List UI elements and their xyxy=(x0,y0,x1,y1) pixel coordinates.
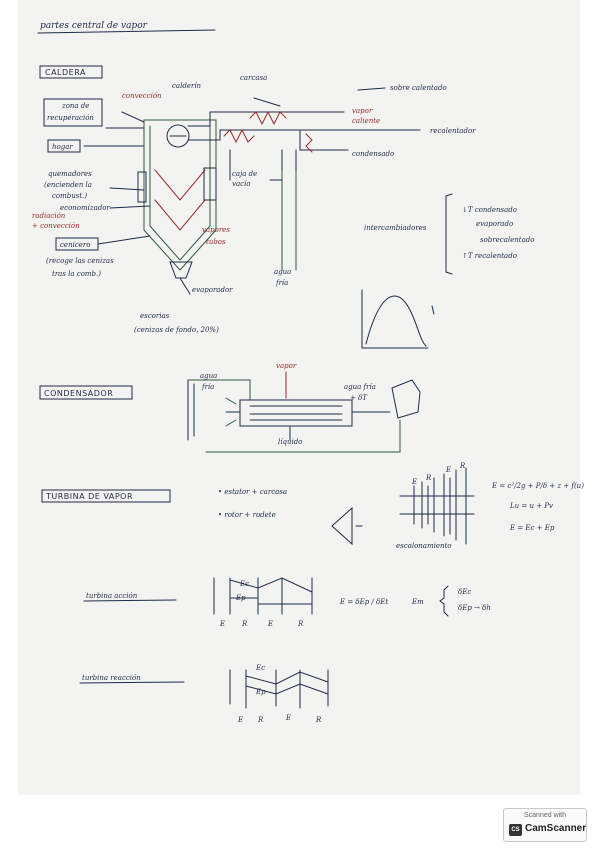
label-quemadores-2: (encienden la xyxy=(44,181,92,189)
accion-letter-1: E xyxy=(219,620,225,628)
list-item-2: evaporado xyxy=(476,220,513,228)
turbina-heading: TURBINA DE VAPOR xyxy=(45,492,133,501)
reaccion-ep: Ep xyxy=(255,688,266,696)
accion-brace-1: δEc xyxy=(458,588,471,596)
accion-brace xyxy=(439,585,449,617)
condensador-heading: CONDENSADOR xyxy=(44,389,113,398)
nozzle-sketch xyxy=(331,506,363,546)
label-escorias-2: (cenizas de fondo, 20%) xyxy=(134,326,219,334)
arrow-sobre-calentado xyxy=(357,87,386,91)
stage-letter-4: R xyxy=(459,462,466,470)
intercambiadores-bracket xyxy=(445,193,453,275)
staged-rotor-sketch xyxy=(399,467,475,545)
label-agua-2: fría xyxy=(275,279,288,287)
paper-sheet xyxy=(18,0,580,795)
equation-2: Lu = u + Pv xyxy=(509,502,553,510)
reaccion-ec: Ec xyxy=(255,664,265,672)
label-agua-fria-1: agua xyxy=(200,372,217,380)
turbina-box xyxy=(41,489,171,503)
list-item-3: sobrecalentado xyxy=(480,236,534,244)
label-quemadores-3: combust.) xyxy=(52,192,87,200)
condensador-box xyxy=(39,385,133,400)
reaccion-diagram xyxy=(229,669,329,709)
label-turbina-accion: turbina acción xyxy=(86,592,138,600)
label-calderin: calderín xyxy=(172,82,202,90)
camscanner-badge: Scanned with CS CamScanner xyxy=(503,808,587,842)
label-caja-vacio-2: vacío xyxy=(232,180,251,188)
label-agua-fria-2: fría xyxy=(201,383,214,391)
page-title: partes central de vapor xyxy=(40,21,148,31)
label-condensado: condensado xyxy=(352,150,394,158)
camscanner-logo-icon: CS xyxy=(509,824,522,836)
hogar-box xyxy=(47,139,81,153)
label-cenicero: cenicero xyxy=(60,241,90,249)
label-caja-vacio-1: caja de xyxy=(232,170,257,178)
stage-letter-3: E xyxy=(445,466,451,474)
accion-letter-3: E xyxy=(267,620,273,628)
label-radiacion-2: + convección xyxy=(32,222,80,230)
accion-ec: Ec xyxy=(239,580,249,588)
label-turbina-reaccion: turbina reacción xyxy=(82,674,141,682)
accion-ep: Ep xyxy=(235,594,246,602)
label-zona-2: recuperación xyxy=(47,114,94,122)
label-vapor-caliente-1: vapor xyxy=(352,107,373,115)
label-quemadores-1: quemadores xyxy=(48,170,92,178)
label-recalentador: recalentador xyxy=(430,127,476,135)
stage-letter-1: E xyxy=(411,478,417,486)
label-agua-1: agua xyxy=(274,268,291,276)
label-escorias-1: escorias xyxy=(140,312,170,320)
label-carcasa: carcasa xyxy=(240,74,267,82)
reaccion-letter-1: E xyxy=(237,716,243,724)
label-intercambiadores: intercambiadores xyxy=(364,224,427,232)
label-recoge-2: tras la comb.) xyxy=(52,270,101,278)
list-item-4: ↑T recalentado xyxy=(462,252,517,260)
reaccion-letter-2: R xyxy=(257,716,264,724)
label-agua-fria-dt-2: + δT xyxy=(350,394,368,402)
caldera-box xyxy=(39,65,103,79)
accion-letter-2: R xyxy=(241,620,248,628)
label-escalonamiento: escalonamiento xyxy=(396,542,452,550)
accion-letter-4: R xyxy=(297,620,304,628)
boiler-diagram xyxy=(83,111,217,295)
turbina-item-2: • rotor + rodete xyxy=(218,511,276,519)
label-tubos: tubos xyxy=(206,238,226,246)
label-vapor: vapor xyxy=(276,362,297,370)
badge-caption: Scanned with xyxy=(523,812,567,819)
title-underline xyxy=(37,29,216,34)
reaccion-letter-3: E xyxy=(285,714,291,722)
label-agua-fria-dt-1: agua fría xyxy=(344,383,376,391)
label-evaporador: evaporador xyxy=(192,286,233,294)
reaccion-letter-4: R xyxy=(315,716,322,724)
accion-formula: E = δEp / δEt xyxy=(339,598,388,606)
zona-box xyxy=(43,98,103,127)
label-sobre-calentado: sobre calentado xyxy=(390,84,447,92)
label-zona-1: zona de xyxy=(61,102,89,110)
stage-letter-2: R xyxy=(425,474,432,482)
condenser-diagram xyxy=(187,371,421,453)
caldera-heading: CALDERA xyxy=(45,68,86,77)
label-recoge-1: (recoge las cenizas xyxy=(46,257,114,265)
equation-1: E = c²/2g + P/δ + z + f(u) xyxy=(491,482,584,490)
label-economizador: economizador xyxy=(60,204,110,212)
turbina-item-1: • estator + carcasa xyxy=(218,488,287,496)
reaccion-underline xyxy=(79,681,185,684)
curve-sketch xyxy=(361,289,435,349)
label-liquido: líquido xyxy=(278,438,302,446)
badge-brand: CamScanner xyxy=(525,823,587,834)
accion-underline xyxy=(83,599,177,602)
accion-diagram xyxy=(213,577,313,615)
label-conveccion: convección xyxy=(122,92,162,100)
pipes-and-coils xyxy=(187,97,421,271)
label-hogar: hogar xyxy=(52,143,73,151)
accion-brace-2: δEp → δh xyxy=(458,604,491,612)
label-vapor-caliente-2: caliente xyxy=(352,117,380,125)
equation-3: E = Ec + Ep xyxy=(509,524,555,532)
label-radiacion-1: radiación xyxy=(32,212,66,220)
accion-em: Em xyxy=(411,598,424,606)
list-item-1: ↓T condensado xyxy=(462,206,517,214)
